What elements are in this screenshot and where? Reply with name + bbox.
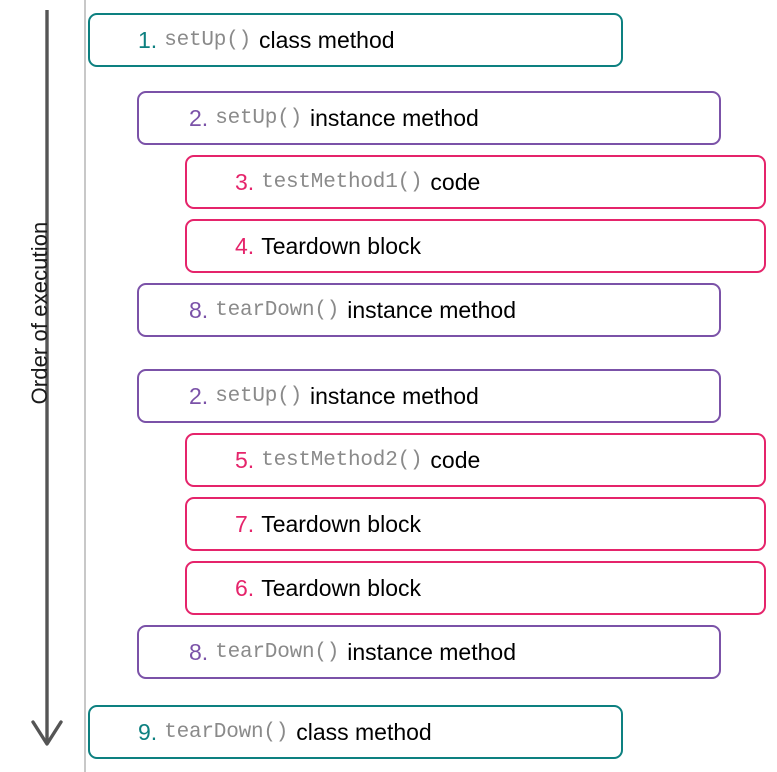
step-row: 7.Teardown block (185, 497, 766, 551)
step-code-identifier: tearDown() (215, 640, 340, 664)
step-number: 2. (189, 382, 209, 409)
step-row: 2.setUp() instance method (137, 369, 721, 423)
step-description: instance method (310, 104, 479, 131)
step-number: 8. (189, 638, 209, 665)
step-description: class method (296, 718, 432, 745)
step-description: instance method (347, 296, 516, 323)
step-code-identifier: tearDown() (164, 720, 289, 744)
step-number: 7. (235, 510, 255, 537)
step-code-identifier: setUp() (164, 28, 252, 52)
step-code-identifier: testMethod1() (261, 170, 423, 194)
step-row: 9.tearDown() class method (88, 705, 623, 759)
step-row: 2.setUp() instance method (137, 91, 721, 145)
step-number: 3. (235, 168, 255, 195)
step-description: Teardown block (261, 232, 421, 259)
step-row: 1.setUp() class method (88, 13, 623, 67)
step-number: 6. (235, 574, 255, 601)
step-code-identifier: testMethod2() (261, 448, 423, 472)
step-row: 5.testMethod2() code (185, 433, 766, 487)
step-row: 3.testMethod1() code (185, 155, 766, 209)
step-description: Teardown block (261, 510, 421, 537)
step-row: 4.Teardown block (185, 219, 766, 273)
axis-label: Order of execution (27, 221, 52, 405)
step-code-identifier: tearDown() (215, 298, 340, 322)
step-number: 9. (138, 718, 158, 745)
step-code-identifier: setUp() (215, 106, 303, 130)
step-number: 4. (235, 232, 255, 259)
step-description: instance method (310, 382, 479, 409)
step-description: Teardown block (261, 574, 421, 601)
step-number: 5. (235, 446, 255, 473)
step-description: instance method (347, 638, 516, 665)
step-number: 1. (138, 26, 158, 53)
step-row: 8.tearDown() instance method (137, 625, 721, 679)
step-code-identifier: setUp() (215, 384, 303, 408)
step-description: code (430, 168, 481, 195)
step-row: 6.Teardown block (185, 561, 766, 615)
step-number: 8. (189, 296, 209, 323)
step-number: 2. (189, 104, 209, 131)
step-description: class method (259, 26, 395, 53)
step-row: 8.tearDown() instance method (137, 283, 721, 337)
step-description: code (430, 446, 481, 473)
order-of-execution-arrow (31, 0, 86, 772)
